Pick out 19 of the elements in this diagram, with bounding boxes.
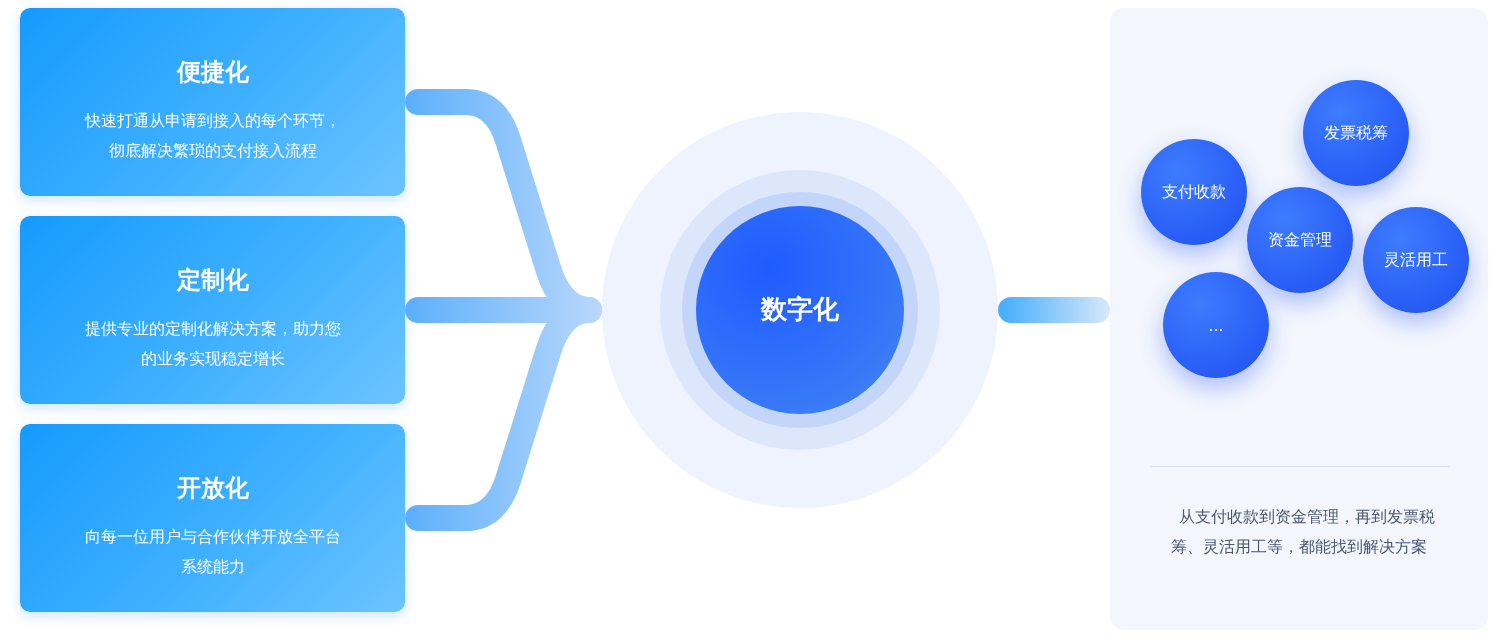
service-bubble: 灵活用工 [1363,207,1469,313]
service-bubble: 发票税筹 [1303,80,1409,186]
description-text: 从支付收款到资金管理，再到发票税筹、灵活用工等，都能找到解决方案 [1170,506,1436,558]
feature-card [20,8,405,196]
center-label: 数字化 [761,293,839,326]
feature-card [20,424,405,612]
service-bubble: ... [1163,272,1269,378]
feature-card [20,216,405,404]
card-description: 提供专业的定制化解决方案，助力您的业务实现稳定增长 [83,318,342,370]
service-bubble: 资金管理 [1247,187,1353,293]
card-heading: 便捷化 [176,57,249,88]
card-heading: 定制化 [176,265,249,296]
connector [998,297,1110,323]
panel [1110,8,1488,630]
card-description: 向每一位用户与合作伙伴开放全平台系统能力 [83,526,342,578]
card-description: 快速打通从申请到接入的每个环节，彻底解决繁琐的支付接入流程 [83,110,342,162]
service-bubble: 支付收款 [1141,139,1247,245]
card-heading: 开放化 [176,473,249,504]
concentric-circle [602,112,998,508]
